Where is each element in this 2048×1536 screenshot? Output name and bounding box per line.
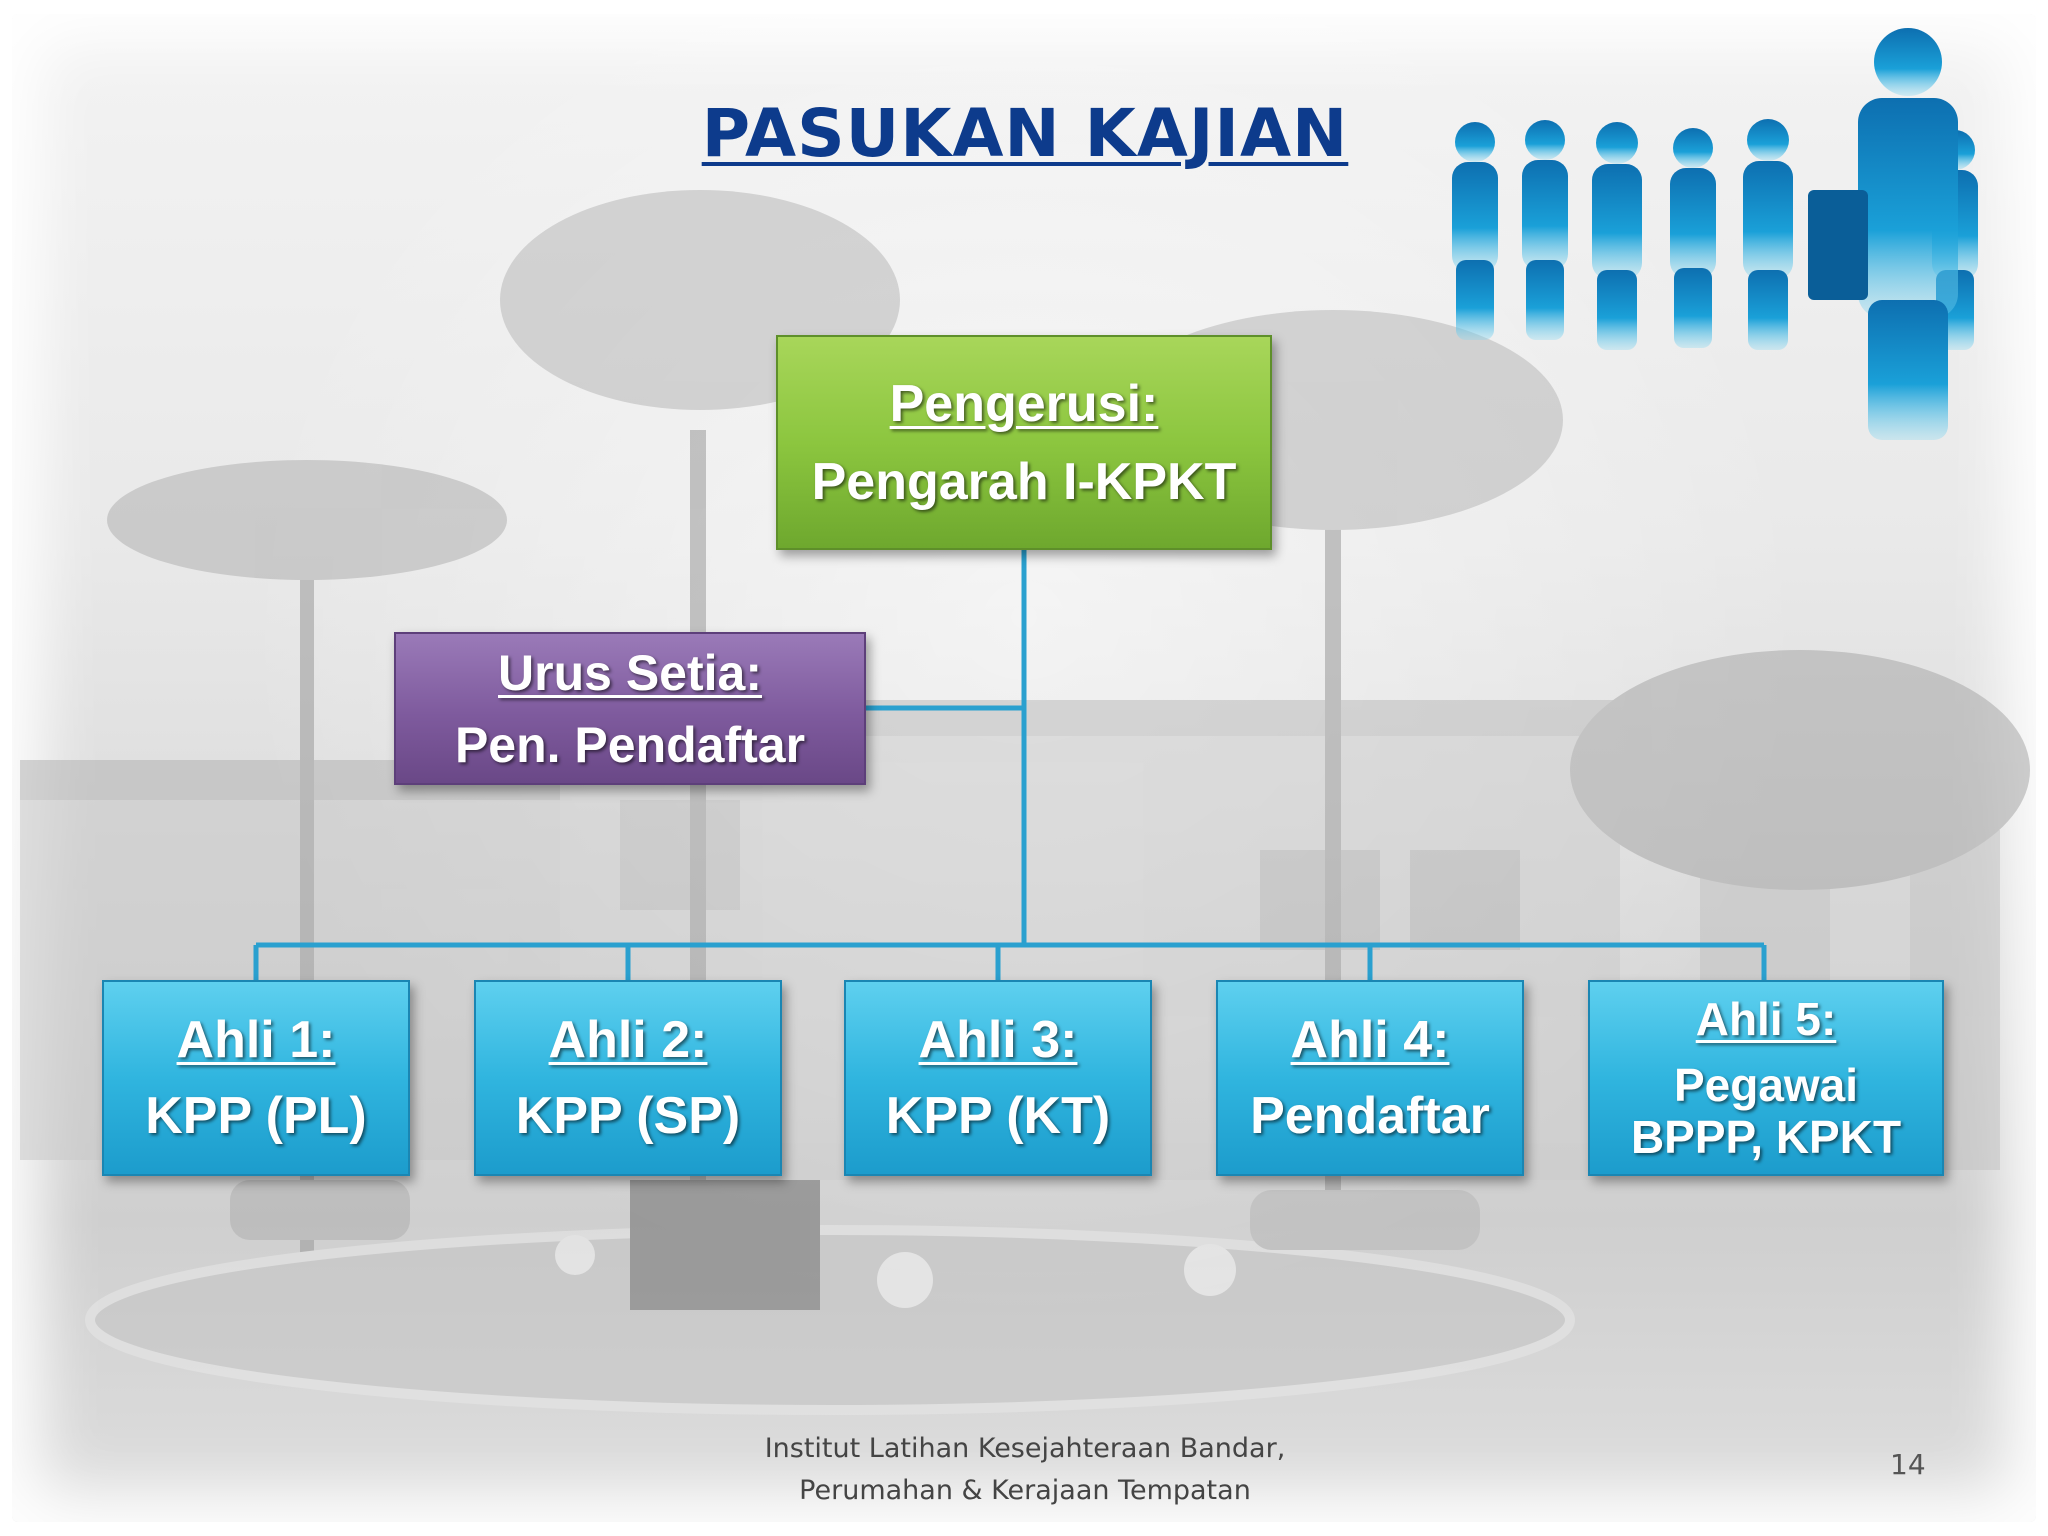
member-box-4: Ahli 4: Pendaftar	[1216, 980, 1524, 1176]
member-box-5: Ahli 5: Pegawai BPPP, KPKT	[1588, 980, 1944, 1176]
member-2-name: KPP (SP)	[515, 1087, 741, 1145]
member-5-heading: Ahli 5:	[1695, 993, 1837, 1045]
member-2-heading: Ahli 2:	[548, 1011, 708, 1069]
secretariat-heading: Urus Setia:	[498, 644, 762, 701]
signboard	[630, 1180, 820, 1310]
palm-left	[107, 460, 507, 580]
member-box-3: Ahli 3: KPP (KT)	[844, 980, 1152, 1176]
member-5-name-line2: BPPP, KPKT	[1630, 1111, 1902, 1163]
person-silhouette-3	[1592, 122, 1642, 350]
person-silhouette-1	[1452, 122, 1498, 340]
chair-box: Pengerusi: Pengarah I-KPKT	[776, 335, 1272, 550]
member-3-name: KPP (KT)	[885, 1087, 1111, 1145]
person-silhouette-4	[1670, 128, 1716, 348]
footer-line-1: Institut Latihan Kesejahteraan Bandar,	[764, 1433, 1286, 1464]
member-4-heading: Ahli 4:	[1290, 1011, 1450, 1069]
car-left	[230, 1180, 410, 1240]
car-right	[1250, 1190, 1480, 1250]
member-5-name: Pegawai	[1673, 1059, 1859, 1111]
member-box-2: Ahli 2: KPP (SP)	[474, 980, 782, 1176]
secretariat-name: Pen. Pendaftar	[454, 716, 806, 773]
page-number: 14	[1890, 1448, 1926, 1481]
footer-institution: Institut Latihan Kesejahteraan Bandar, P…	[700, 1428, 1350, 1512]
person-silhouette-large	[1808, 28, 1958, 440]
secretariat-box: Urus Setia: Pen. Pendaftar	[394, 632, 866, 785]
member-4-name: Pendaftar	[1250, 1087, 1490, 1145]
chair-heading: Pengerusi:	[889, 374, 1159, 433]
person-silhouette-2	[1522, 120, 1568, 340]
member-1-name: KPP (PL)	[145, 1087, 367, 1145]
footer-line-2: Perumahan & Kerajaan Tempatan	[799, 1475, 1251, 1506]
slide-title: PASUKAN KAJIAN	[701, 95, 1349, 172]
member-3-heading: Ahli 3:	[918, 1011, 1078, 1069]
tree-right	[1570, 650, 2030, 890]
person-silhouette-5	[1743, 119, 1793, 350]
chair-name: Pengarah I-KPKT	[811, 452, 1237, 511]
member-box-1: Ahli 1: KPP (PL)	[102, 980, 410, 1176]
member-1-heading: Ahli 1:	[176, 1011, 336, 1069]
